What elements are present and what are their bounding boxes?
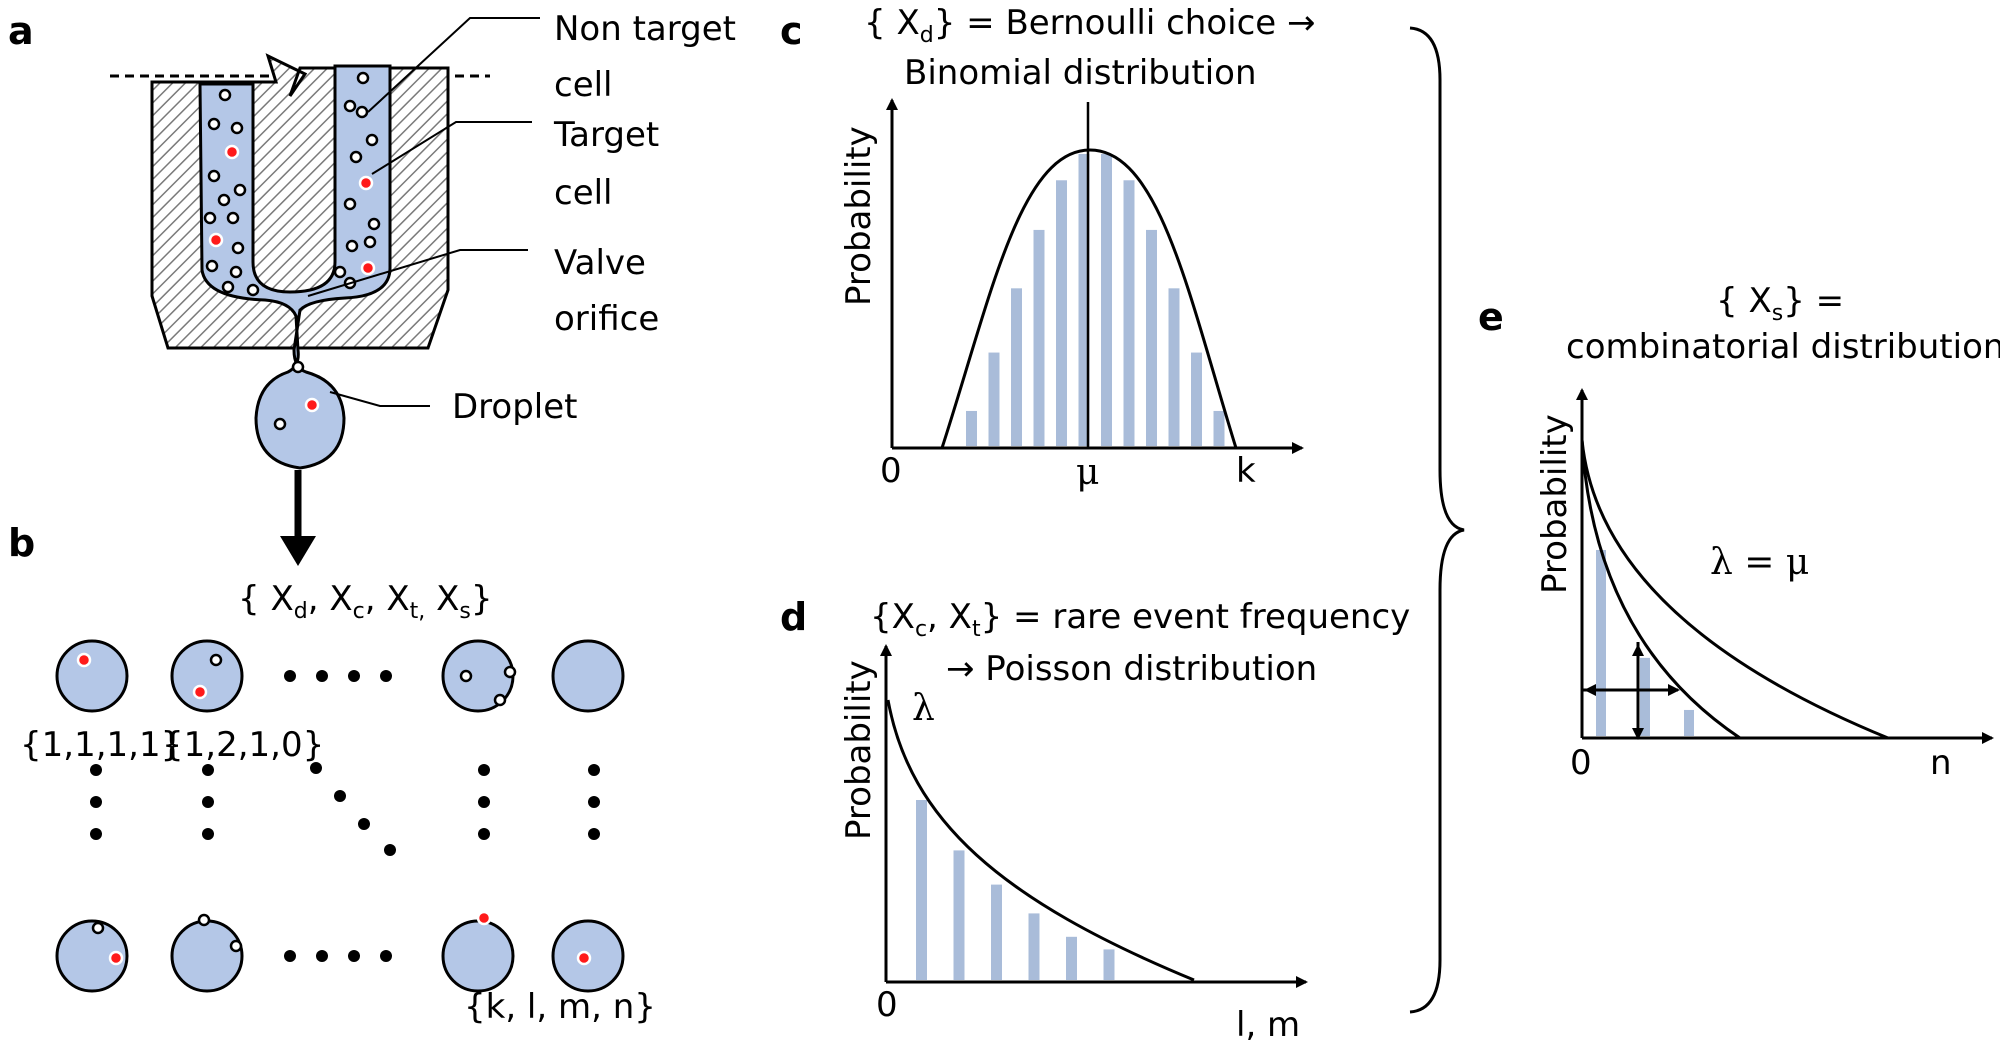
chart-c-bar-3 <box>1011 288 1022 446</box>
panel-d: d {Xc, Xt} = rare event frequency → Pois… <box>780 595 1410 1044</box>
droplet-set-label-1: {1,1,1,1} <box>20 725 182 765</box>
panel-c: c { Xd} = Bernoulli choice → Binomial di… <box>780 3 1316 493</box>
chart-d-bar-6 <box>1103 949 1115 980</box>
chart-d-x-zero: 0 <box>876 985 898 1025</box>
panel-e-title-2: combinatorial distribution <box>1566 327 2000 367</box>
chart-c-bar-9 <box>1146 229 1157 446</box>
panel-e: e { Xs} = combinatorial distribution Pro… <box>1478 281 2000 783</box>
chart-d-bar-1 <box>916 800 927 980</box>
target-label-2: cell <box>554 173 613 213</box>
droplets-top-row <box>55 639 625 993</box>
droplet-set-label-2: {1,2,1,0} <box>162 725 324 765</box>
chart-c-bar-5 <box>1056 180 1067 446</box>
chart-e-bars <box>1596 550 1694 736</box>
panel-e-ylabel: Probability <box>1535 414 1575 594</box>
chart-d-x-lm: l, m <box>1236 1005 1300 1044</box>
panel-d-label: d <box>780 595 807 639</box>
panel-a-label: a <box>8 9 34 53</box>
droplet-set-label-n: {k, l, m, n} <box>464 987 656 1027</box>
panel-e-title-1: { Xs} = <box>1716 281 1844 326</box>
chart-e-curve-outer <box>1580 439 1889 740</box>
chart-d-bar-2 <box>953 850 965 980</box>
panel-e-equation: λ = μ <box>1710 542 1809 583</box>
panel-c-title-2: Binomial distribution <box>904 53 1257 93</box>
non-target-label-2: cell <box>554 65 613 105</box>
down-arrow-head <box>280 536 316 566</box>
chart-d-bar-4 <box>1028 913 1040 980</box>
panel-d-ylabel: Probability <box>839 660 879 840</box>
panel-e-label: e <box>1478 295 1504 339</box>
chart-e-bar-2 <box>1640 657 1650 736</box>
chart-c-x-zero: 0 <box>880 451 902 491</box>
chart-c-bar-11 <box>1191 352 1202 446</box>
chart-e-x-n: n <box>1930 743 1952 783</box>
chart-c-bar-4 <box>1033 229 1045 446</box>
chart-c-bar-7 <box>1101 154 1112 446</box>
leader-lines <box>307 17 540 407</box>
chart-c-envelope <box>940 148 1238 449</box>
chart-e-bar-3 <box>1684 709 1694 736</box>
fluid-channel <box>198 64 392 470</box>
ellipsis-dots <box>90 670 600 962</box>
chart-e-curve-inner <box>1580 439 1741 740</box>
panel-a: a <box>8 9 736 566</box>
chart-c-bar-6 <box>1078 154 1090 446</box>
droplet-cells <box>76 652 592 966</box>
chart-c-x-mu: μ <box>1076 452 1099 493</box>
droplet-label: Droplet <box>452 387 578 427</box>
chart-c-bar-10 <box>1168 288 1180 446</box>
set-label: { Xd, Xc, Xt, Xs} <box>238 579 493 624</box>
chart-d-envelope <box>886 699 1195 982</box>
chart-e-bar-1 <box>1596 550 1606 736</box>
chart-c-x-k: k <box>1236 451 1256 491</box>
panel-c-label: c <box>780 9 803 53</box>
chart-d-bars <box>916 800 1115 980</box>
panel-c-title-1: { Xd} = Bernoulli choice → <box>864 3 1316 48</box>
chart-c-bar-2 <box>988 352 1000 446</box>
panel-d-lambda: λ <box>912 688 935 729</box>
channel-cells <box>203 71 381 431</box>
chart-c-bar-12 <box>1213 410 1225 446</box>
panel-d-title-2: → Poisson distribution <box>946 649 1317 689</box>
chart-c-bar-1 <box>966 410 977 446</box>
move-arrows-icon <box>1582 642 1680 740</box>
panel-b-label: b <box>8 521 35 565</box>
chart-c-bars <box>966 154 1225 446</box>
chart-d-bar-5 <box>1066 936 1077 980</box>
panel-b: b { Xd, Xc, Xt, Xs} <box>8 521 656 1027</box>
non-target-label-1: Non target <box>554 9 736 49</box>
grouping-brace <box>1409 26 1465 1014</box>
chart-d-bar-3 <box>991 884 1002 980</box>
panel-d-title-1: {Xc, Xt} = rare event frequency <box>870 597 1410 642</box>
valve-label-2: orifice <box>554 299 659 339</box>
chart-e-x-zero: 0 <box>1570 743 1592 783</box>
panel-c-ylabel: Probability <box>839 126 879 306</box>
valve-label-1: Valve <box>554 243 646 283</box>
chart-c-bar-8 <box>1123 180 1135 446</box>
target-label-1: Target <box>553 115 659 155</box>
